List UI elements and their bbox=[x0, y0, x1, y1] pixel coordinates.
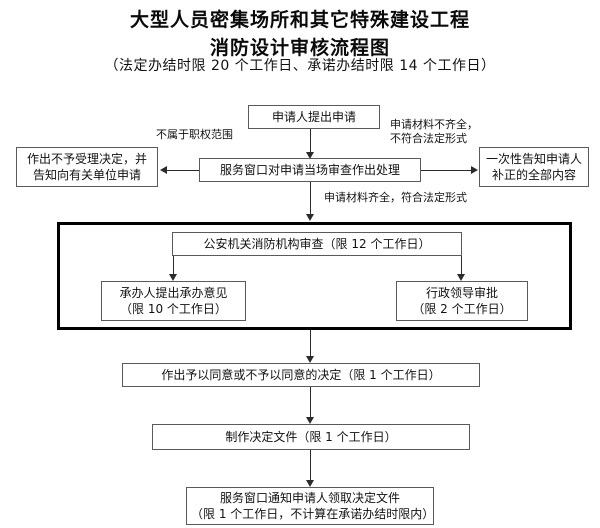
node-reject: 作出不予受理决定，并 告知向有关单位申请 bbox=[16, 147, 158, 187]
node-window-review-label: 服务窗口对申请当场审查作出处理 bbox=[219, 163, 400, 177]
node-apply: 申请人提出申请 bbox=[248, 105, 380, 129]
arrowhead-window-to-reject bbox=[160, 166, 167, 174]
node-handler-opinion: 承办人提出承办意见 （限 10 个工作日） bbox=[101, 281, 246, 321]
node-make-document-label: 制作决定文件（限 1 个工作日） bbox=[225, 430, 397, 444]
node-reject-label: 作出不予受理决定，并 告知向有关单位申请 bbox=[26, 152, 147, 182]
title-line-1: 大型人员密集场所和其它特殊建设工程 bbox=[129, 9, 470, 31]
node-leader-approval: 行政领导审批 （限 2 个工作日） bbox=[396, 281, 528, 321]
connector-window-to-reject bbox=[167, 170, 199, 171]
page-title: 大型人员密集场所和其它特殊建设工程 消防设计审核流程图 bbox=[0, 6, 600, 62]
arrowhead-window-to-review bbox=[306, 214, 314, 221]
node-notify-supplement: 一次性告知申请人 补正的全部内容 bbox=[479, 147, 589, 187]
node-apply-label: 申请人提出申请 bbox=[271, 110, 356, 124]
label-materials-incomplete: 申请材料不齐全， 不符合法定形式 bbox=[390, 118, 478, 145]
connector-review-to-leader bbox=[461, 256, 462, 276]
arrowhead-review-to-handler bbox=[169, 274, 177, 281]
label-not-in-scope: 不属于职权范围 bbox=[156, 128, 233, 141]
node-notify-supplement-label: 一次性告知申请人 补正的全部内容 bbox=[485, 152, 582, 182]
node-leader-approval-label: 行政领导审批 （限 2 个工作日） bbox=[412, 286, 512, 316]
arrowhead-apply-to-window bbox=[306, 152, 314, 159]
arrowhead-document-to-pickup bbox=[306, 480, 314, 487]
arrowhead-review-to-leader bbox=[457, 274, 465, 281]
node-fire-agency-review-label: 公安机关消防机构审查（限 12 个工作日） bbox=[203, 237, 431, 251]
connector-group-to-decision bbox=[310, 330, 311, 358]
node-window-review: 服务窗口对申请当场审查作出处理 bbox=[199, 158, 421, 182]
page-subtitle: （法定办结时限 20 个工作日、承诺办结时限 14 个工作日） bbox=[104, 58, 496, 74]
connector-apply-to-window bbox=[310, 129, 311, 154]
arrowhead-group-to-decision bbox=[306, 356, 314, 363]
node-decision: 作出予以同意或不予以同意的决定（限 1 个工作日） bbox=[122, 363, 480, 387]
connector-window-to-notify bbox=[421, 170, 472, 171]
label-materials-complete: 申请材料齐全，符合法定形式 bbox=[324, 191, 467, 204]
node-make-document: 制作决定文件（限 1 个工作日） bbox=[152, 424, 470, 450]
connector-document-to-pickup bbox=[310, 450, 311, 482]
node-fire-agency-review: 公安机关消防机构审查（限 12 个工作日） bbox=[172, 232, 462, 256]
node-notify-pickup: 服务窗口通知申请人领取决定文件 （限 1 个工作日，不计算在承诺办结时限内） bbox=[186, 487, 434, 525]
title-line-2: 消防设计审核流程图 bbox=[209, 37, 390, 59]
connector-decision-to-document bbox=[310, 387, 311, 419]
connector-review-to-handler bbox=[173, 256, 174, 276]
node-decision-label: 作出予以同意或不予以同意的决定（限 1 个工作日） bbox=[161, 368, 441, 382]
arrowhead-window-to-notify bbox=[471, 166, 478, 174]
node-handler-opinion-label: 承办人提出承办意见 （限 10 个工作日） bbox=[119, 286, 228, 316]
arrowhead-decision-to-document bbox=[306, 417, 314, 424]
node-notify-pickup-label: 服务窗口通知申请人领取决定文件 （限 1 个工作日，不计算在承诺办结时限内） bbox=[191, 491, 435, 521]
connector-window-to-review bbox=[310, 182, 311, 216]
group-frame-agency-review bbox=[57, 222, 572, 330]
